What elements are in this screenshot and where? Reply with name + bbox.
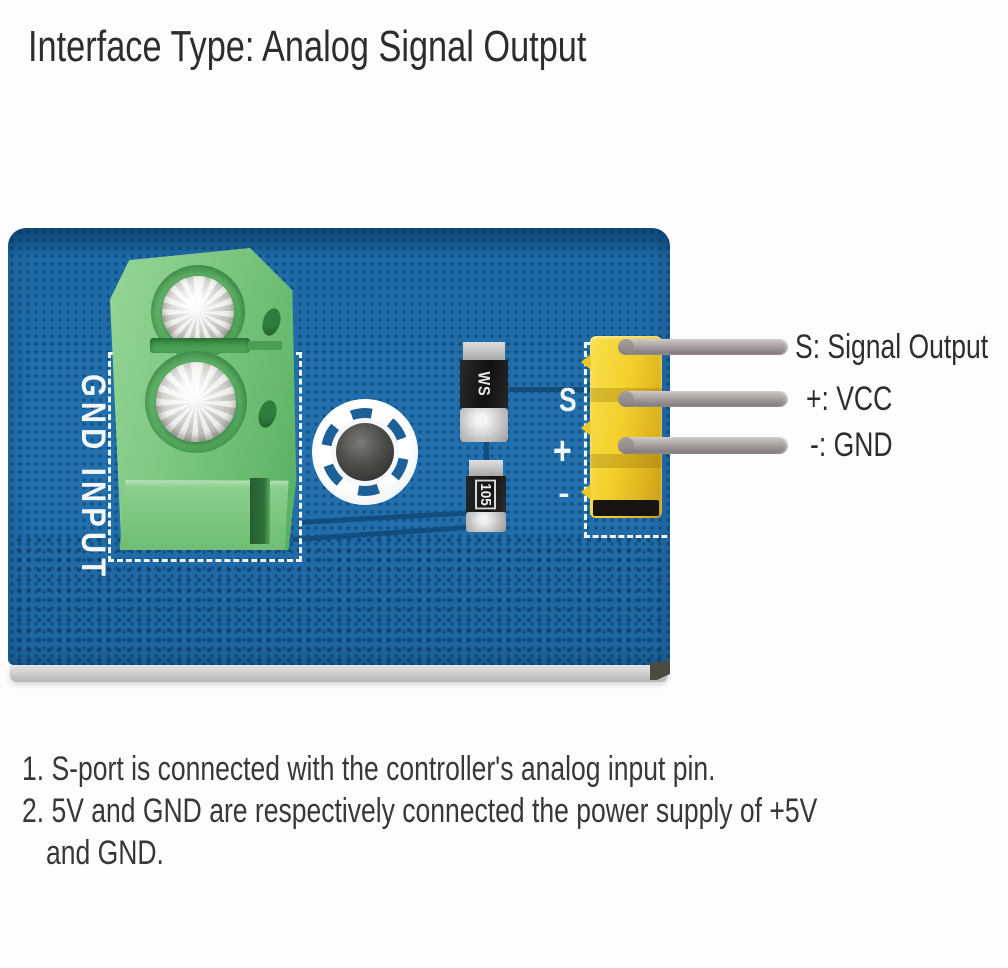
resistor-body: 105 [466,476,506,512]
header-pin-signal [618,339,788,355]
screw-terminal-block [110,248,302,550]
terminal-screw-well-bottom [145,351,247,453]
pin-header [581,336,662,518]
resistor-marking: 105 [475,479,497,509]
header-pin-gnd [618,437,788,454]
mounting-hole-bore [336,423,394,481]
resistor-component: 105 [466,460,506,532]
page-title: Interface Type: Analog Signal Output [28,22,587,71]
header-notch [581,420,591,436]
header-notch [581,354,591,370]
pin-annotation-vcc: +: VCC [806,380,893,418]
terminal-front-notch [250,478,270,544]
diode-solder-blob [460,408,508,442]
diode-pad [463,342,505,360]
pcb-trace [484,440,489,464]
terminal-slot-extension [248,341,282,350]
terminal-front-face [119,480,289,550]
header-notch [581,484,591,500]
silkscreen-label-minus: - [558,468,570,517]
note-line-2: 2. 5V and GND are respectively connected… [22,792,818,830]
diode-body: WS [460,360,508,408]
pcb-corner-notch [650,660,670,680]
header-base-shadow [593,500,659,516]
pin-annotation-gnd: -: GND [810,426,893,464]
pcb-trace [508,387,598,392]
silkscreen-label-plus: + [553,429,572,473]
terminal-slot [150,338,250,353]
pcb-board: GND INPUT WS [8,228,676,682]
header-pin-vcc [618,391,788,407]
note-line-3: and GND. [46,834,164,872]
terminal-screw-top [162,276,234,348]
pcb-bottom-edge [10,665,668,682]
mounting-hole [312,399,418,505]
diode-marking: WS [474,371,494,397]
pcb-dot-texture [14,535,664,665]
resistor-pad [469,460,503,476]
resistor-solder-blob [466,512,506,532]
diode-component: WS [460,342,508,442]
terminal-label: GND INPUT [74,374,112,582]
terminal-screw-bottom [156,362,236,442]
pin-annotation-signal: S: Signal Output [795,328,989,366]
silkscreen-label-s: S [559,381,577,418]
note-line-1: 1. S-port is connected with the controll… [22,750,716,788]
